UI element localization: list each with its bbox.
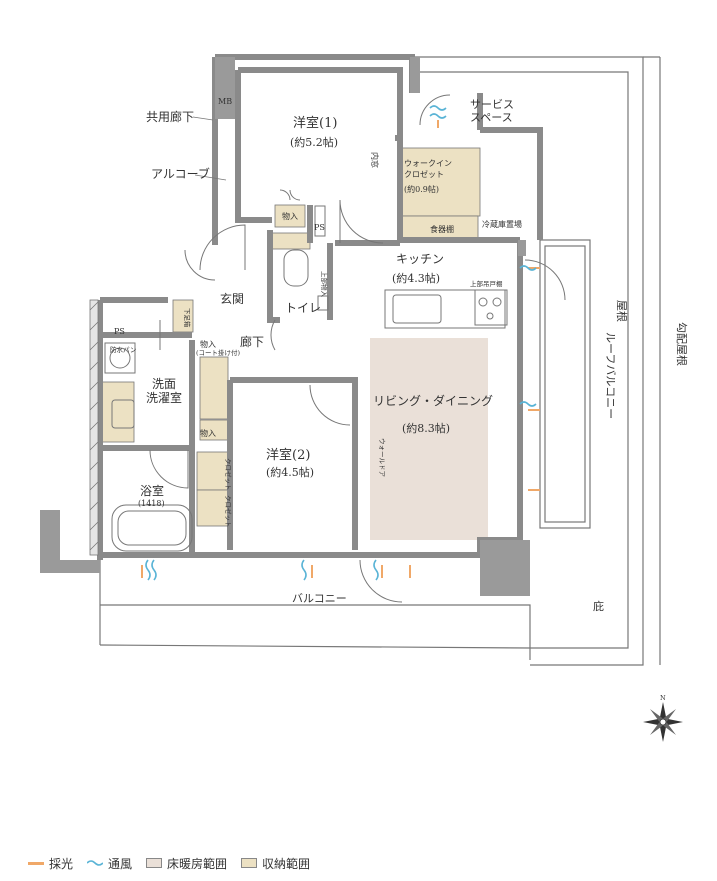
label-storage1: 物入	[282, 211, 298, 221]
label-bedroom2-size: (約4.5帖)	[266, 465, 314, 479]
label-wall-door: ウォールドア	[378, 438, 386, 478]
label-closet-b: クロゼット	[224, 495, 233, 528]
legend-storage-label: 収納範囲	[262, 856, 311, 871]
label-mb: MB	[218, 97, 232, 106]
label-bedroom1-size: (約5.2帖)	[290, 135, 338, 149]
leader-lines	[192, 116, 227, 181]
hatched-wall	[89, 299, 99, 556]
label-north: N	[660, 694, 666, 702]
fixtures	[104, 205, 508, 552]
vent-marks	[145, 105, 537, 581]
legend-floor-heating: 床暖房範囲	[146, 855, 227, 872]
label-roof: 屋根	[615, 300, 629, 322]
legend-light: 採光	[28, 855, 73, 872]
roof-balcony-rail	[539, 239, 591, 529]
label-kitchen-name: キッチン	[396, 252, 444, 266]
label-walkin-closet-size: (約0.9帖)	[404, 184, 439, 194]
label-cupboard: 食器棚	[430, 224, 454, 234]
label-roof-balcony: ルーフバルコニー	[604, 332, 617, 419]
light-marks	[141, 120, 540, 578]
legend-storage: 収納範囲	[241, 855, 310, 872]
label-living-name: リビング・ダイニング	[373, 393, 493, 408]
label-walkin-closet-1: ウォークイン	[404, 159, 452, 168]
floor-heating-swatch-icon	[146, 858, 163, 868]
label-eaves: 庇	[593, 599, 604, 613]
label-bedroom1-name: 洋室(1)	[293, 115, 337, 131]
label-fridge-space: 冷蔵庫置場	[482, 219, 522, 229]
structural-blocks	[40, 57, 530, 596]
vent-mark-icon	[87, 860, 104, 866]
label-closet-a: クロゼット	[224, 458, 233, 491]
label-storage3: 物入	[200, 428, 216, 438]
label-kitchen-size: (約4.3帖)	[392, 271, 440, 285]
label-sloped-roof: 勾配屋根	[675, 322, 689, 366]
storage-areas	[99, 147, 481, 527]
legend-ventilation: 通風	[87, 855, 132, 872]
legend: 採光 通風 床暖房範囲 収納範囲	[28, 854, 324, 872]
outer-outlines	[99, 56, 661, 666]
label-waterproof-pan: 防水パン	[110, 345, 136, 354]
light-mark-icon	[28, 861, 44, 865]
legend-light-label: 採光	[49, 856, 74, 871]
label-washroom-2: 洗濯室	[146, 390, 182, 405]
label-bathroom-size: (1418)	[138, 499, 165, 508]
label-washroom-1: 洗面	[152, 377, 176, 391]
label-upper-shelf: 上部吊戸棚	[470, 279, 503, 288]
label-toilet: トイレ	[285, 301, 321, 315]
label-upper-storage: 上部物入	[320, 271, 329, 298]
legend-ventilation-label: 通風	[108, 856, 133, 871]
label-common-corridor: 共用廊下	[146, 109, 194, 124]
label-living-size: (約8.3帖)	[402, 421, 450, 435]
floor-heating-area	[370, 338, 488, 540]
label-shoe-box: 下足箱	[183, 308, 192, 328]
label-ps-left: PS	[114, 327, 125, 336]
label-storage2: 物入	[200, 339, 216, 349]
label-bathroom-name: 浴室	[140, 483, 164, 498]
label-bedroom2-name: 洋室(2)	[266, 447, 310, 463]
compass	[643, 702, 683, 742]
legend-floor-heating-label: 床暖房範囲	[167, 856, 228, 871]
label-service-space-1: サービス	[470, 98, 514, 111]
label-inner-window: 内窓	[370, 152, 380, 168]
label-storage2-note: (コート掛け付)	[196, 348, 241, 357]
label-corridor: 廊下	[240, 334, 264, 349]
label-walkin-closet-2: クロゼット	[404, 169, 444, 179]
label-alcove: アルコーブ	[151, 166, 210, 181]
doors	[149, 94, 566, 603]
label-ps-upper: PS	[314, 223, 325, 232]
label-entrance: 玄関	[220, 291, 244, 306]
label-balcony: バルコニー	[292, 592, 347, 605]
storage-swatch-icon	[241, 858, 258, 868]
label-service-space-2: スペース	[470, 111, 513, 124]
